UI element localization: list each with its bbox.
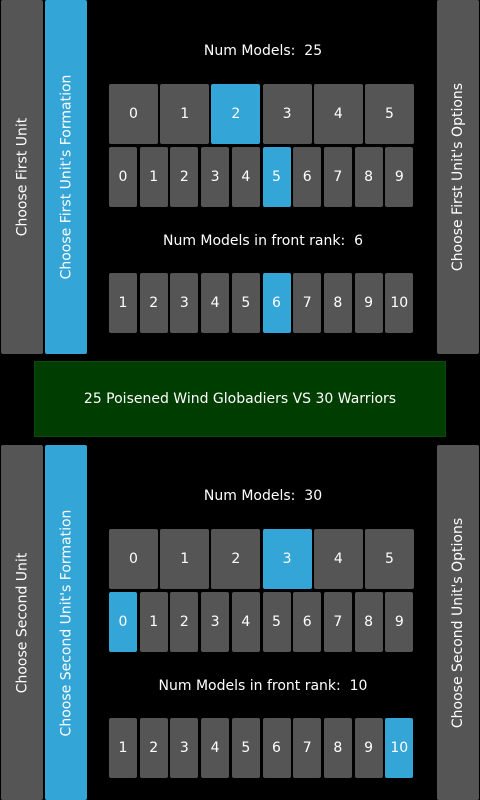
choose-first-options-button[interactable]: Choose First Unit's Options	[437, 0, 479, 354]
bottom-ones-button-4[interactable]: 4	[231, 592, 260, 652]
choose-second-options-label: Choose Second Unit's Options	[450, 517, 466, 728]
bottom-tens-button-4[interactable]: 4	[313, 529, 363, 589]
choose-first-unit-button[interactable]: Choose First Unit	[1, 0, 43, 354]
bottom-tens-button-2[interactable]: 2	[211, 529, 261, 589]
bottom-ones-button-0[interactable]: 0	[109, 592, 137, 652]
top-ones-button-5[interactable]: 5	[262, 147, 291, 207]
top-front-rank-button-2[interactable]: 2	[139, 273, 168, 333]
choose-first-formation-label: Choose First Unit's Formation	[58, 74, 74, 280]
top-front-rank-button-6[interactable]: 6	[262, 273, 291, 333]
top-front-rank-button-4[interactable]: 4	[201, 273, 230, 333]
top-front-rank-heading: Num Models in front rank: 6	[108, 233, 418, 249]
bottom-ones-button-5[interactable]: 5	[262, 592, 291, 652]
top-ones-button-8[interactable]: 8	[354, 147, 383, 207]
bottom-ones-button-9[interactable]: 9	[385, 592, 414, 652]
bottom-front-rank-button-8[interactable]: 8	[323, 718, 352, 778]
choose-first-unit-label: Choose First Unit	[14, 117, 30, 237]
bottom-tens-button-5[interactable]: 5	[365, 529, 414, 589]
bottom-ones-button-1[interactable]: 1	[139, 592, 168, 652]
top-front-rank-value: 6	[354, 233, 364, 249]
top-num-models-heading: Num Models: 25	[108, 43, 418, 59]
matchup-banner: 25 Poisened Wind Globadiers VS 30 Warrio…	[34, 361, 446, 437]
bottom-front-rank-button-5[interactable]: 5	[231, 718, 260, 778]
top-tens-button-5[interactable]: 5	[365, 84, 414, 144]
bottom-front-rank-button-1[interactable]: 1	[109, 718, 137, 778]
bottom-num-models-value: 30	[304, 488, 323, 504]
bottom-num-models-heading: Num Models: 30	[108, 488, 418, 504]
top-tens-button-2[interactable]: 2	[211, 84, 261, 144]
bottom-front-rank-label: Num Models in front rank:	[158, 678, 341, 694]
top-ones-button-6[interactable]: 6	[293, 147, 322, 207]
top-ones-button-2[interactable]: 2	[170, 147, 199, 207]
top-tens-button-3[interactable]: 3	[262, 84, 312, 144]
bottom-num-models-label: Num Models:	[203, 488, 296, 504]
top-front-rank-button-3[interactable]: 3	[170, 273, 199, 333]
top-ones-button-4[interactable]: 4	[231, 147, 260, 207]
top-front-rank-button-8[interactable]: 8	[323, 273, 352, 333]
top-front-rank-button-10[interactable]: 10	[385, 273, 414, 333]
choose-second-unit-button[interactable]: Choose Second Unit	[1, 445, 43, 800]
top-front-rank-button-7[interactable]: 7	[293, 273, 322, 333]
top-num-models-label: Num Models:	[203, 43, 296, 59]
bottom-ones-button-7[interactable]: 7	[323, 592, 352, 652]
matchup-text: 25 Poisened Wind Globadiers VS 30 Warrio…	[83, 391, 397, 407]
bottom-front-rank-button-9[interactable]: 9	[354, 718, 383, 778]
top-tens-button-4[interactable]: 4	[313, 84, 363, 144]
bottom-front-rank-button-10[interactable]: 10	[385, 718, 414, 778]
top-front-rank-button-1[interactable]: 1	[109, 273, 137, 333]
choose-second-options-button[interactable]: Choose Second Unit's Options	[437, 445, 479, 800]
bottom-front-rank-value: 10	[349, 678, 368, 694]
bottom-front-rank-button-7[interactable]: 7	[293, 718, 322, 778]
top-ones-button-9[interactable]: 9	[385, 147, 414, 207]
bottom-tens-button-1[interactable]: 1	[160, 529, 210, 589]
choose-first-formation-button[interactable]: Choose First Unit's Formation	[45, 0, 87, 354]
top-front-rank-label: Num Models in front rank:	[162, 233, 346, 249]
bottom-front-rank-button-3[interactable]: 3	[170, 718, 199, 778]
bottom-front-rank-heading: Num Models in front rank: 10	[108, 678, 418, 694]
bottom-ones-button-6[interactable]: 6	[293, 592, 322, 652]
bottom-front-rank-button-6[interactable]: 6	[262, 718, 291, 778]
top-ones-button-3[interactable]: 3	[201, 147, 230, 207]
bottom-ones-button-8[interactable]: 8	[354, 592, 383, 652]
bottom-tens-button-0[interactable]: 0	[109, 529, 158, 589]
top-front-rank-button-5[interactable]: 5	[231, 273, 260, 333]
choose-second-formation-button[interactable]: Choose Second Unit's Formation	[45, 445, 87, 800]
top-tens-button-0[interactable]: 0	[109, 84, 158, 144]
bottom-front-rank-button-2[interactable]: 2	[139, 718, 168, 778]
bottom-tens-button-3[interactable]: 3	[262, 529, 312, 589]
top-front-rank-button-9[interactable]: 9	[354, 273, 383, 333]
bottom-ones-button-2[interactable]: 2	[170, 592, 199, 652]
top-ones-button-0[interactable]: 0	[109, 147, 137, 207]
top-ones-button-1[interactable]: 1	[139, 147, 168, 207]
bottom-ones-button-3[interactable]: 3	[201, 592, 230, 652]
top-ones-button-7[interactable]: 7	[323, 147, 352, 207]
choose-second-formation-label: Choose Second Unit's Formation	[58, 509, 74, 736]
choose-second-unit-label: Choose Second Unit	[14, 552, 31, 693]
bottom-front-rank-button-4[interactable]: 4	[201, 718, 230, 778]
top-tens-button-1[interactable]: 1	[160, 84, 210, 144]
choose-first-options-label: Choose First Unit's Options	[450, 82, 467, 272]
top-num-models-value: 25	[304, 43, 323, 59]
